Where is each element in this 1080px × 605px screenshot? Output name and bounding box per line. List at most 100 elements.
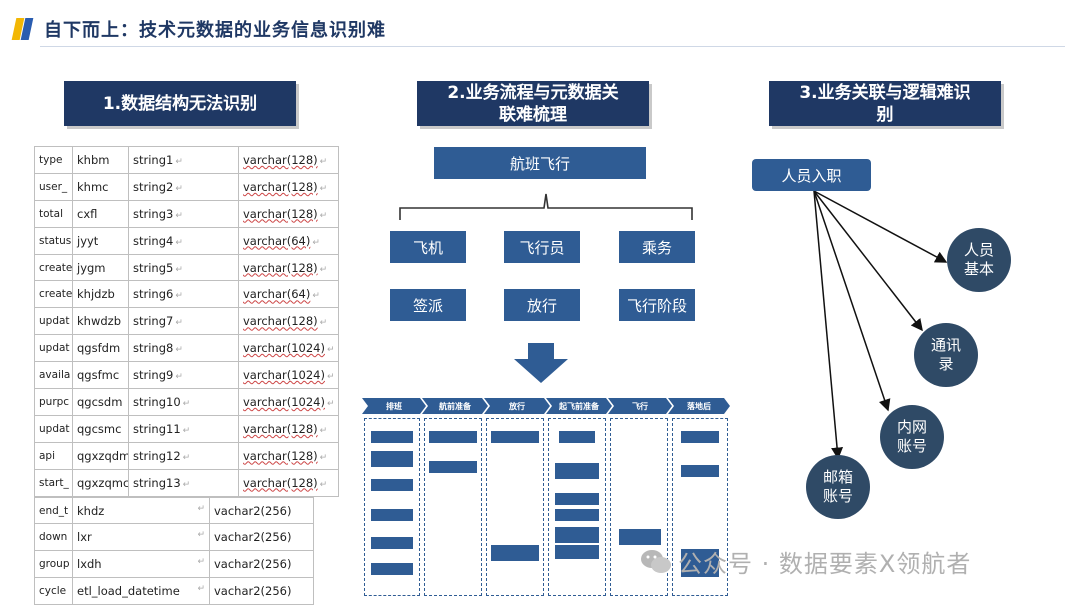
table-cell: varchar(128)↵ [238, 253, 339, 282]
table-cell: string13↵ [128, 468, 239, 497]
table-cell: lxdh↵ [72, 550, 210, 579]
table-cell: status [34, 226, 73, 255]
table-cell: string9↵ [128, 361, 239, 390]
table-cell: varchar(128)↵ [238, 468, 339, 497]
return-mark-icon: ↵ [319, 210, 328, 221]
return-mark-icon: ↵ [175, 210, 183, 221]
return-mark-icon: ↵ [175, 183, 183, 194]
table-cell: varchar(128)↵ [238, 441, 339, 470]
table-cell: total [34, 199, 73, 228]
flow-column-1 [364, 418, 420, 596]
brace-connector [399, 193, 693, 220]
table-cell: cxfl [72, 199, 129, 228]
table-cell: varchar(128)↵ [238, 199, 339, 228]
table-cell: varchar(64)↵ [238, 280, 339, 309]
table-cell: type [34, 146, 73, 174]
circle-personnel-basic: 人员基本 [947, 228, 1011, 292]
table-cell: vachar2(256) [209, 550, 314, 579]
return-mark-icon: ↵ [319, 264, 328, 275]
wechat-icon [641, 549, 671, 573]
onboarding-root-node: 人员入职 [752, 159, 871, 191]
table-cell: qgsfdm [72, 334, 129, 363]
flow-stage-2: 航前准备 [422, 398, 488, 414]
table-cell: updat [34, 414, 73, 443]
table-cell: varchar(1024)↵ [238, 388, 339, 416]
circle-email-account: 邮箱账号 [806, 455, 870, 519]
return-mark-icon: ↵ [175, 264, 183, 275]
return-mark-icon: ↵ [175, 291, 183, 302]
table-cell: varchar(128)↵ [238, 146, 339, 174]
return-mark-icon: ↵ [197, 503, 205, 514]
table-cell: varchar(128)↵ [238, 414, 339, 443]
table-cell: string2↵ [128, 172, 239, 201]
return-mark-icon: ↵ [312, 237, 320, 248]
return-mark-icon: ↵ [182, 425, 191, 436]
table-cell: string12↵ [128, 441, 239, 470]
node-release: 放行 [504, 289, 580, 321]
flow-stage-1: 排班 [362, 398, 426, 414]
header-divider [40, 46, 1065, 47]
flow-stage-6: 落地后 [668, 398, 730, 414]
return-mark-icon: ↵ [182, 479, 191, 490]
table-cell: availa [34, 361, 73, 390]
return-mark-icon: ↵ [175, 345, 183, 356]
flow-stage-5: 飞行 [608, 398, 672, 414]
table-cell: string5↵ [128, 253, 239, 282]
return-mark-icon: ↵ [326, 345, 335, 356]
return-mark-icon: ↵ [175, 318, 183, 329]
flow-column-3 [486, 418, 544, 596]
table-cell: qgxzqmc [72, 468, 129, 497]
return-mark-icon: ↵ [182, 452, 191, 463]
return-mark-icon: ↵ [175, 237, 183, 248]
return-mark-icon: ↵ [319, 425, 328, 436]
table-cell: varchar(1024)↵ [238, 361, 339, 390]
node-pilot: 飞行员 [504, 231, 580, 263]
section-title-1: 1.数据结构无法识别 [64, 81, 296, 126]
flow-column-5 [610, 418, 668, 596]
table-cell: varchar(1024)↵ [238, 334, 339, 363]
table-cell: varchar(128)↵ [238, 307, 339, 336]
table-cell: down [34, 523, 73, 552]
table-cell: string11↵ [128, 414, 239, 443]
table-cell: khmc [72, 172, 129, 201]
flight-process-flow: 排班 航前准备 放行 起飞前准备 飞行 落地后 [362, 398, 730, 598]
watermark-text: 公众号 · 数据要素X领航者 [678, 550, 972, 578]
section-title-2: 2.业务流程与元数据关联难梳理 [417, 81, 649, 126]
table-cell: qgsfmc [72, 361, 129, 390]
node-flight-phase: 飞行阶段 [619, 289, 695, 321]
table-cell: start_ [34, 468, 73, 497]
flow-column-4 [548, 418, 606, 596]
table-cell: vachar2(256) [209, 523, 314, 552]
table-cell: updat [34, 334, 73, 363]
table-cell: api [34, 441, 73, 470]
table-cell: cycle [34, 577, 73, 605]
table-cell: user_ [34, 172, 73, 201]
table-cell: group [34, 550, 73, 579]
flight-root-node: 航班飞行 [434, 147, 646, 179]
return-mark-icon: ↵ [175, 156, 183, 167]
table-cell: vachar2(256) [209, 577, 314, 605]
table-cell: jyyt [72, 226, 129, 255]
page-title: 自下而上：技术元数据的业务信息识别难 [44, 20, 386, 41]
flow-column-2 [424, 418, 482, 596]
circle-intranet-account: 内网账号 [880, 405, 944, 469]
table-cell: lxr↵ [72, 523, 210, 552]
return-mark-icon: ↵ [175, 372, 183, 383]
return-mark-icon: ↵ [197, 530, 205, 541]
return-mark-icon: ↵ [326, 372, 335, 383]
table-cell: vachar2(256) [209, 496, 314, 525]
return-mark-icon: ↵ [182, 398, 191, 409]
section-title-3: 3.业务关联与逻辑难识别 [769, 81, 1001, 126]
